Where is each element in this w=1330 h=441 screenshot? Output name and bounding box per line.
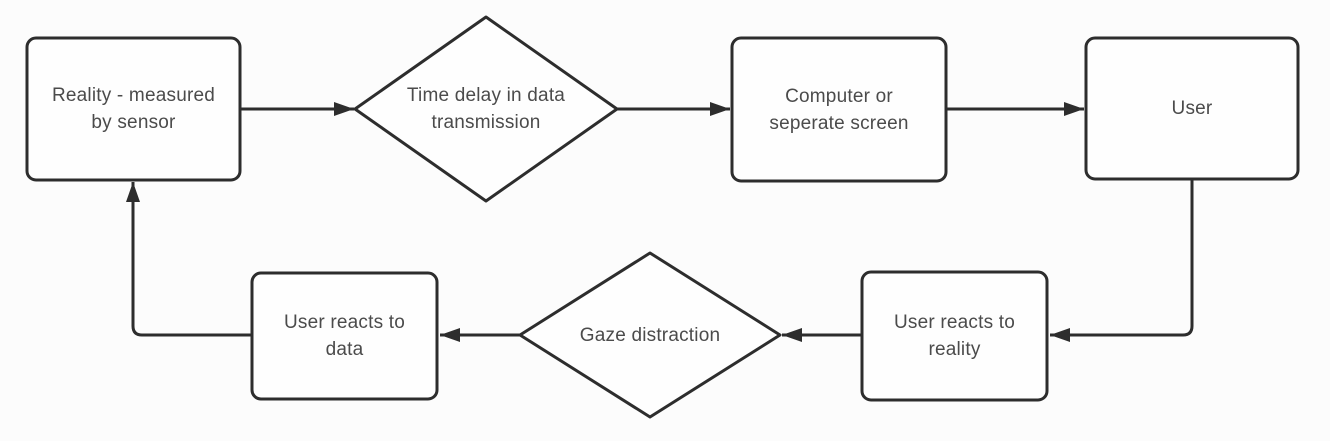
node-user-reacts-data-shape[interactable] xyxy=(250,271,439,401)
node-reality-text: Reality - measured by sensor xyxy=(51,85,216,133)
node-computer-screen-text: Computer or seperate screen xyxy=(769,85,909,134)
node-user-reacts-data-text: User reacts to data xyxy=(283,312,406,360)
edge-user-reacts-data-to-reality xyxy=(126,182,252,337)
node-gaze-distraction-shape[interactable] xyxy=(518,251,782,419)
node-time-delay-text: Time delay in data transmission xyxy=(406,85,566,133)
node-time-delay-label: Time delay in data transmission xyxy=(376,17,596,201)
node-user-text: User xyxy=(1171,98,1213,119)
node-computer-screen-label: Computer or seperate screen xyxy=(732,38,946,181)
node-user-label: User xyxy=(1086,38,1298,179)
node-user-reacts-reality-label: User reacts to reality xyxy=(862,272,1047,400)
node-reality-label: Reality - measured by sensor xyxy=(27,38,240,180)
edge-user-to-user-reacts-reality xyxy=(1050,180,1194,342)
node-user-reacts-data-label: User reacts to data xyxy=(252,273,437,399)
node-gaze-distraction-text: Gaze distraction xyxy=(579,324,721,346)
node-user-shape[interactable] xyxy=(1084,36,1300,181)
node-reality-shape[interactable] xyxy=(25,36,242,182)
node-time-delay-shape[interactable] xyxy=(353,15,619,203)
node-user-reacts-reality-text: User reacts to reality xyxy=(893,312,1016,360)
node-computer-screen-shape[interactable] xyxy=(730,36,948,183)
node-user-reacts-reality-shape[interactable] xyxy=(860,270,1049,402)
node-gaze-distraction-label: Gaze distraction xyxy=(520,253,780,417)
